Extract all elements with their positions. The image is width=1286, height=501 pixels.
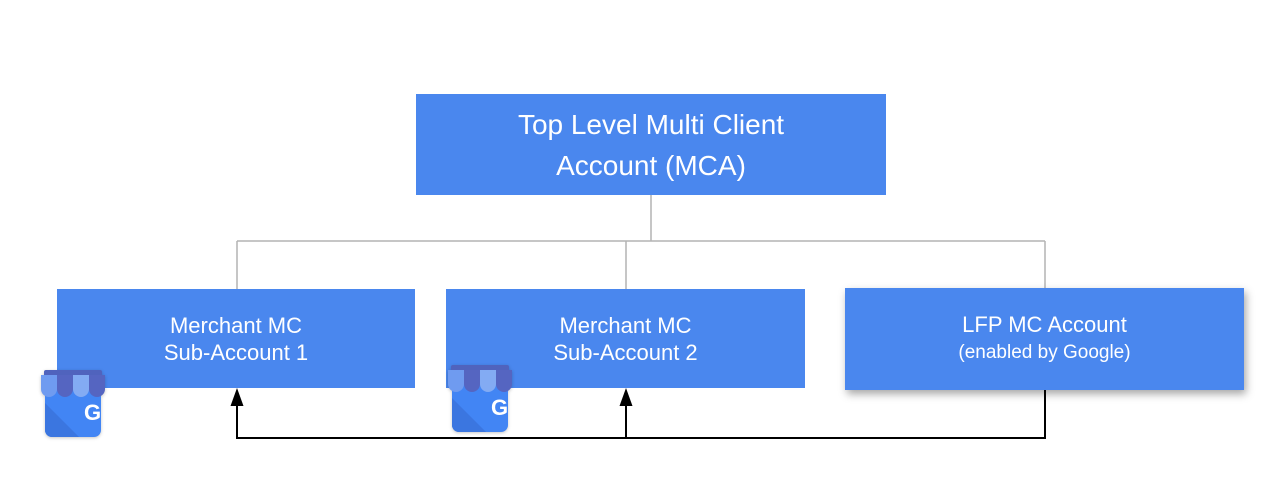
node-lfp-mc-account: LFP MC Account (enabled by Google) [845,288,1244,390]
node-label-line1: LFP MC Account [962,312,1127,337]
arrowhead-sub-account-1 [230,388,244,406]
storefront-body-shade [45,403,79,437]
storefront-body-shade [452,398,486,432]
node-label-line2: Sub-Account 1 [163,339,309,365]
node-label-line1: Merchant MC [169,312,303,338]
awning-scallop-4 [89,375,105,397]
node-label-line2: (enabled by Google) [958,342,1131,363]
awning-scallop-3 [480,370,496,392]
google-business-profile-icon: G [41,370,105,437]
google-g-letter: G [491,395,508,420]
google-g-letter: G [84,400,101,425]
awning-scallop-4 [496,370,512,392]
lfp-feed-arrow-path [236,390,1046,439]
awning-scallop-2 [57,375,73,397]
node-label-line1: Top Level Multi Client [517,108,785,140]
node-label-line1: Merchant MC [559,312,692,338]
tree-connector-lines [236,195,1046,289]
lfp-feed-arrows [230,388,1046,439]
google-business-profile-icon: G [448,365,512,432]
node-merchant-mc-sub-account-1: Merchant MC Sub-Account 1 [57,289,415,388]
node-top-level-mca: Top Level Multi Client Account (MCA) [416,94,886,195]
awning-scallop-1 [41,375,57,397]
awning-scallop-2 [464,370,480,392]
tree-connector-path [236,195,1046,289]
arrowhead-sub-account-2 [619,388,633,406]
node-label-line2: Sub-Account 2 [553,339,698,365]
node-label-line2: Account (MCA) [556,149,746,181]
awning-scallop-3 [73,375,89,397]
awning-scallop-1 [448,370,464,392]
